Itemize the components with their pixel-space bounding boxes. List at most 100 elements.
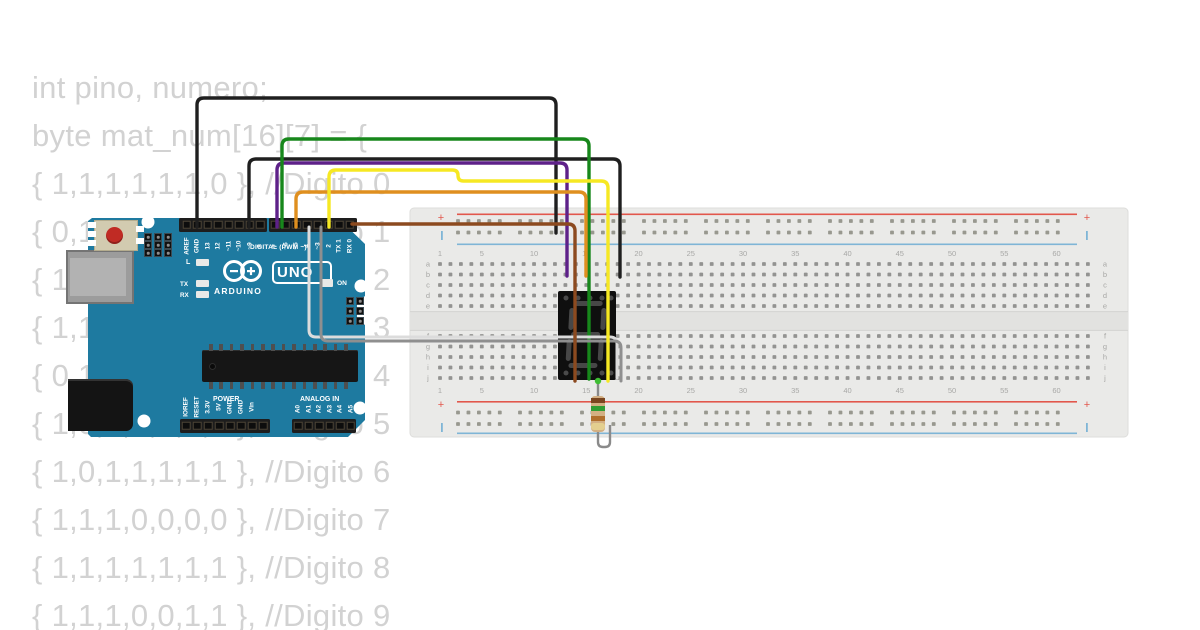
chip-leg <box>292 382 296 389</box>
breadboard-hole <box>626 365 630 370</box>
breadboard-hole <box>1055 219 1060 223</box>
resistor[interactable] <box>585 375 625 457</box>
rail-line <box>457 432 1077 435</box>
reset-button-cap[interactable] <box>106 227 123 244</box>
breadboard-hole <box>1075 272 1080 277</box>
breadboard-hole <box>793 304 798 308</box>
breadboard-hole <box>487 422 492 426</box>
breadboard-hole <box>459 365 463 370</box>
wire-pin6-green[interactable] <box>280 137 591 381</box>
breadboard-hole <box>714 410 719 415</box>
breadboard-hole <box>532 283 536 287</box>
breadboard-hole <box>866 272 871 277</box>
breadboard-hole <box>866 365 871 370</box>
breadboard-hole <box>824 304 829 308</box>
pin-socket[interactable] <box>346 421 355 430</box>
pin-socket[interactable] <box>256 220 265 229</box>
breadboard-hole <box>1086 376 1090 380</box>
breadboard-hole <box>845 293 850 298</box>
breadboard-hole <box>745 230 750 235</box>
breadboard-hole <box>615 293 620 298</box>
pin-socket[interactable] <box>313 220 322 229</box>
wire-pin3-gray[interactable] <box>319 225 623 383</box>
breadboard-hole <box>497 230 502 235</box>
pin-socket[interactable] <box>302 220 312 229</box>
breadboard-hole <box>725 219 729 223</box>
digital-header-right[interactable] <box>269 218 357 232</box>
pin-socket[interactable] <box>203 421 213 430</box>
arduino-pcb[interactable] <box>88 218 365 437</box>
breadboard-hole <box>1075 304 1080 308</box>
breadboard-hole <box>438 355 442 359</box>
row-letter: j <box>426 374 429 383</box>
pin-socket[interactable] <box>304 421 313 430</box>
pin-socket[interactable] <box>247 421 257 430</box>
breadboard-hole <box>766 410 770 415</box>
pin-socket[interactable] <box>335 220 344 229</box>
breadboard-hole <box>766 422 770 426</box>
breadboard-hole <box>678 283 683 287</box>
breadboard-hole <box>1055 410 1060 415</box>
breadboard-hole <box>647 304 651 308</box>
wire-pin0-brown[interactable] <box>350 222 577 383</box>
breadboard-hole <box>741 355 745 359</box>
pin-socket[interactable] <box>325 421 334 430</box>
pin-socket[interactable] <box>345 220 355 229</box>
pin-socket[interactable] <box>270 220 280 229</box>
analog-in-label: ANALOG IN <box>300 396 340 403</box>
pin-socket[interactable] <box>192 421 202 430</box>
breadboard-hole <box>647 334 651 338</box>
pin-socket[interactable] <box>293 421 303 430</box>
breadboard-hole <box>866 283 871 287</box>
pin-socket[interactable] <box>236 421 246 430</box>
breadboard-hole <box>971 334 975 338</box>
breadboard-hole <box>511 283 516 287</box>
breadboard-hole <box>1002 355 1007 359</box>
pin-socket[interactable] <box>203 220 212 229</box>
pin-socket[interactable] <box>314 421 324 430</box>
breadboard-hole <box>939 376 944 380</box>
breadboard-hole <box>1054 365 1059 370</box>
wire-gnd-black[interactable] <box>195 96 558 235</box>
column-number: 5 <box>480 249 484 258</box>
pin-socket[interactable] <box>258 421 268 430</box>
wire-pin5-orange[interactable] <box>294 190 588 278</box>
breadboard-hole <box>1075 334 1080 338</box>
wire-pin7-purple[interactable] <box>275 161 569 278</box>
breadboard-hole <box>459 262 463 266</box>
breadboard-hole <box>835 344 839 349</box>
wire-pin4-white[interactable] <box>307 225 619 380</box>
pin-socket[interactable] <box>213 220 223 229</box>
pin-socket[interactable] <box>181 421 191 430</box>
rail-plus: + <box>438 399 444 411</box>
wire-pin2-yellow[interactable] <box>327 168 610 383</box>
breadboard-hole <box>973 219 977 223</box>
breadboard-hole <box>699 293 704 298</box>
pin-socket[interactable] <box>182 220 191 229</box>
breadboard-hole <box>751 334 756 338</box>
breadboard-hole <box>921 410 926 415</box>
breadboard-hole <box>911 410 915 415</box>
breadboard-hole <box>532 376 536 380</box>
chip-leg <box>219 382 223 389</box>
breadboard-hole <box>866 376 871 380</box>
analog-header[interactable] <box>292 419 356 433</box>
digital-header-left[interactable] <box>179 218 267 232</box>
pin-socket[interactable] <box>235 220 244 229</box>
breadboard-hole <box>459 376 463 380</box>
pin-socket[interactable] <box>225 421 235 430</box>
breadboard-hole <box>466 422 471 426</box>
power-header[interactable] <box>180 419 270 433</box>
pin-socket[interactable] <box>224 220 233 229</box>
wire-pin9-black[interactable] <box>247 157 622 279</box>
pin-socket[interactable] <box>335 421 345 430</box>
column-number: 45 <box>896 386 904 395</box>
breadboard-hole <box>490 355 495 359</box>
breadboard-hole <box>580 422 584 426</box>
pin-socket[interactable] <box>281 220 290 229</box>
breadboard-hole <box>647 376 651 380</box>
pin-socket[interactable] <box>214 421 224 430</box>
breadboard-hole <box>950 355 954 359</box>
